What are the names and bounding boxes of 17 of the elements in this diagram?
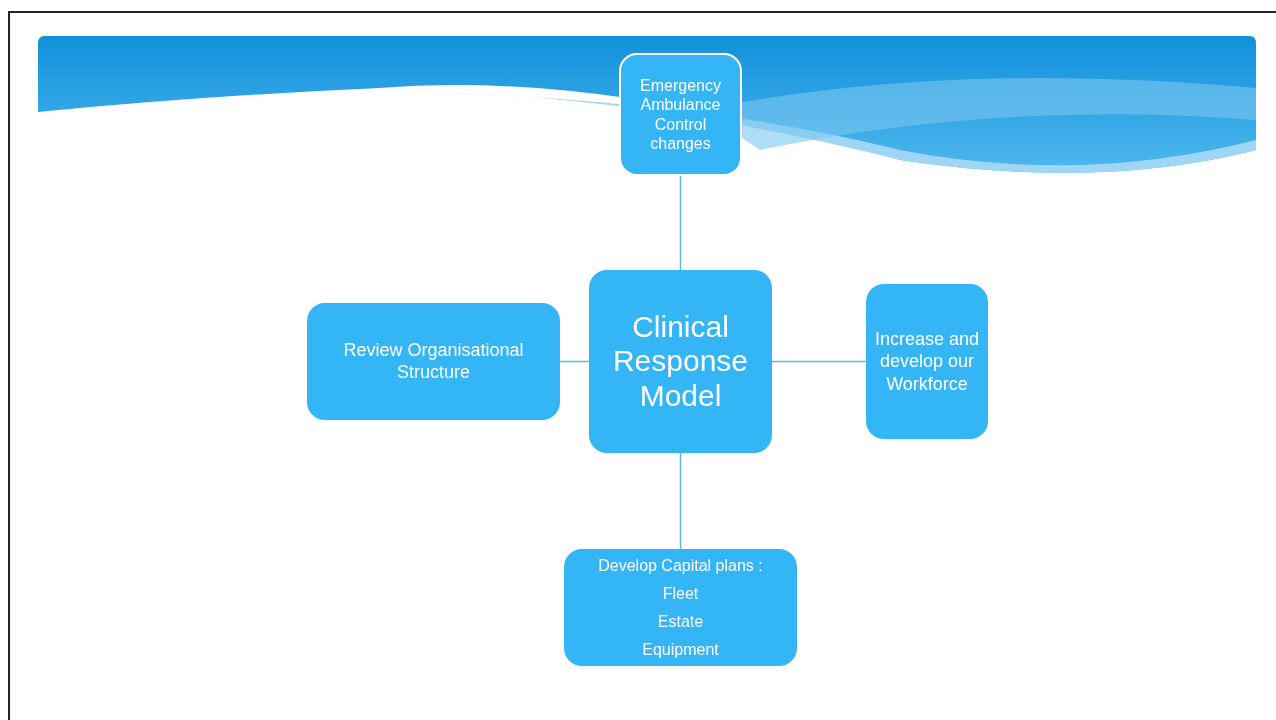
process-box — [307, 303, 560, 420]
connector-line — [771, 360, 867, 363]
box-text: Increase and develop our Workforce — [873, 327, 981, 396]
box-text: Develop Capital plans : — [598, 555, 763, 576]
box-text: Emergency Ambulance Control changes — [639, 76, 722, 153]
connector-line — [559, 360, 590, 363]
process-box — [866, 284, 988, 439]
box-text: Equipment — [642, 639, 719, 660]
connector-line — [679, 452, 682, 550]
process-box — [619, 53, 742, 176]
central-box — [589, 270, 772, 453]
box-text: Review Organisational Structure — [342, 339, 525, 384]
connector-line — [679, 175, 682, 271]
box-text: Estate — [657, 611, 704, 632]
box-text: Fleet — [662, 583, 699, 604]
box-text: Clinical Response Model — [611, 309, 750, 414]
process-box — [564, 549, 797, 666]
